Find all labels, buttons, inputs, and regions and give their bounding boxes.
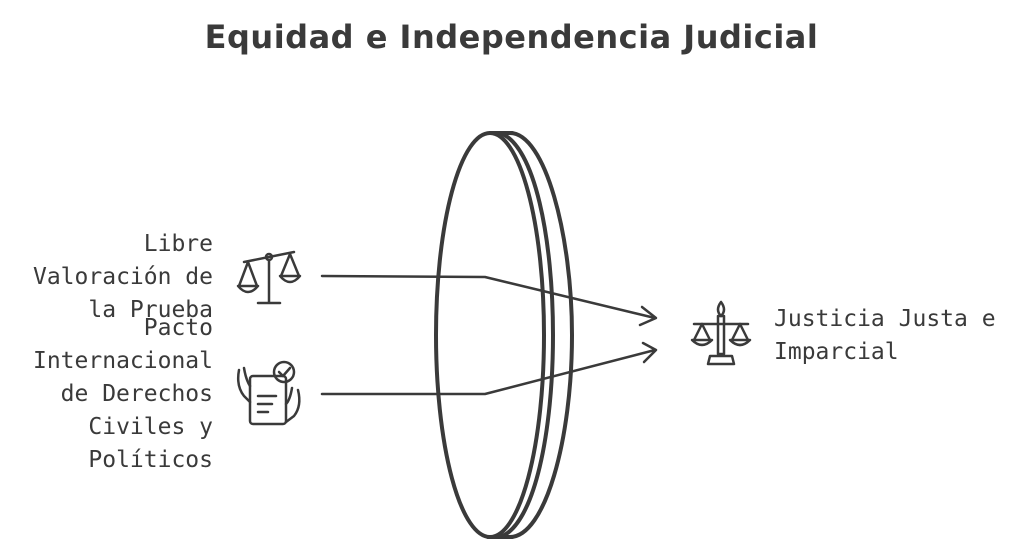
arrow-from-pacto: [320, 348, 657, 396]
balance-scale-icon: [236, 250, 302, 305]
lens: [434, 131, 546, 539]
input-label-libre-valoracion: Libre Valoración de la Prueba: [32, 231, 213, 323]
lens-rim: [508, 131, 574, 539]
arrow-head-top: [638, 305, 658, 327]
diagram-title: Equidad e Independencia Judicial: [204, 18, 819, 56]
justice-scale-icon: [690, 300, 752, 366]
output-label-justicia: Justicia Justa e Imparcial: [774, 306, 996, 365]
lens-inner-edge: [498, 131, 555, 539]
signed-document-icon: [236, 360, 301, 426]
arrow-from-libre-valoracion: [320, 274, 657, 320]
arrow-head-bottom: [641, 341, 658, 364]
input-label-pacto-internacional: Pacto Internacional de Derechos Civiles …: [32, 315, 213, 473]
